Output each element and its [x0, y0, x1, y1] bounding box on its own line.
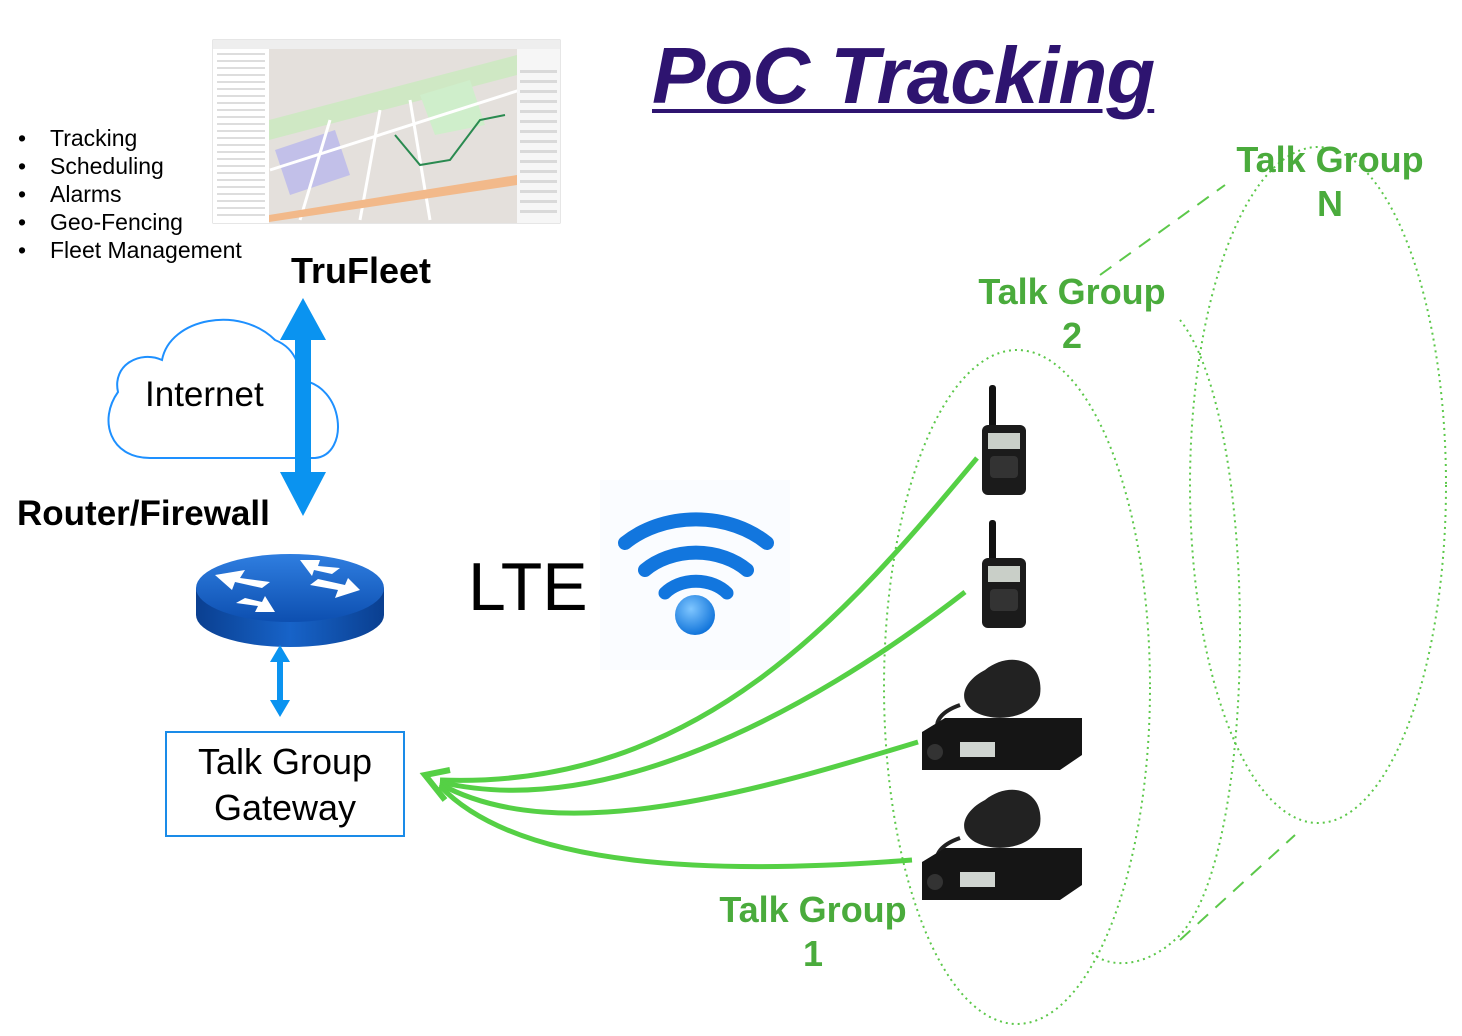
- talk-group-number: N: [1317, 183, 1343, 224]
- internet-label: Internet: [145, 375, 264, 414]
- feature-item: Fleet Management: [18, 236, 242, 264]
- router-icon: [196, 554, 384, 647]
- feature-item: Alarms: [18, 180, 242, 208]
- trufleet-map-screenshot: [212, 39, 561, 224]
- talk-group-number: 1: [802, 933, 824, 974]
- feature-item: Scheduling: [18, 152, 242, 180]
- trufleet-label: TruFleet: [291, 250, 432, 291]
- talk-group-number: 2: [1061, 315, 1083, 356]
- talk-group-1-boundary: [883, 349, 1151, 1025]
- talk-group-n-label: Talk Group N: [1230, 138, 1430, 226]
- talk-group-1-label: Talk Group 1: [713, 888, 913, 976]
- talk-group-2-boundary: [1089, 319, 1241, 965]
- lte-label: LTE: [468, 549, 588, 625]
- feature-item: Geo-Fencing: [18, 208, 242, 236]
- handheld-radio-icon: [982, 520, 1026, 628]
- talk-group-name: Talk Group: [719, 889, 907, 930]
- mobile-radio-icon: [922, 789, 1082, 900]
- feature-item: Tracking: [18, 124, 242, 152]
- dashed-connector-top: [1099, 184, 1226, 276]
- mobile-radio-icon: [922, 659, 1082, 770]
- router-label: Router/Firewall: [17, 494, 270, 533]
- router-gateway-arrow: [270, 645, 290, 717]
- wifi-icon: [600, 480, 790, 670]
- page-title: PoC Tracking: [652, 31, 1155, 120]
- lte-connections: [419, 456, 979, 870]
- feature-list: Tracking Scheduling Alarms Geo-Fencing F…: [18, 124, 242, 264]
- gateway-line1: Talk Group: [197, 741, 373, 782]
- talk-group-name: Talk Group: [978, 271, 1166, 312]
- internet-link-arrow: [280, 298, 326, 516]
- gateway-line2: Gateway: [213, 787, 357, 828]
- dashed-connector-bottom: [1179, 834, 1296, 941]
- talk-group-gateway-box: Talk Group Gateway: [165, 731, 405, 837]
- cloud-icon: [107, 318, 339, 459]
- talk-group-boundaries: [883, 146, 1447, 1025]
- handheld-radio-icon: [982, 385, 1026, 495]
- talk-group-n-boundary: [1189, 146, 1447, 824]
- talk-group-name: Talk Group: [1236, 139, 1424, 180]
- talk-group-2-label: Talk Group 2: [972, 270, 1172, 358]
